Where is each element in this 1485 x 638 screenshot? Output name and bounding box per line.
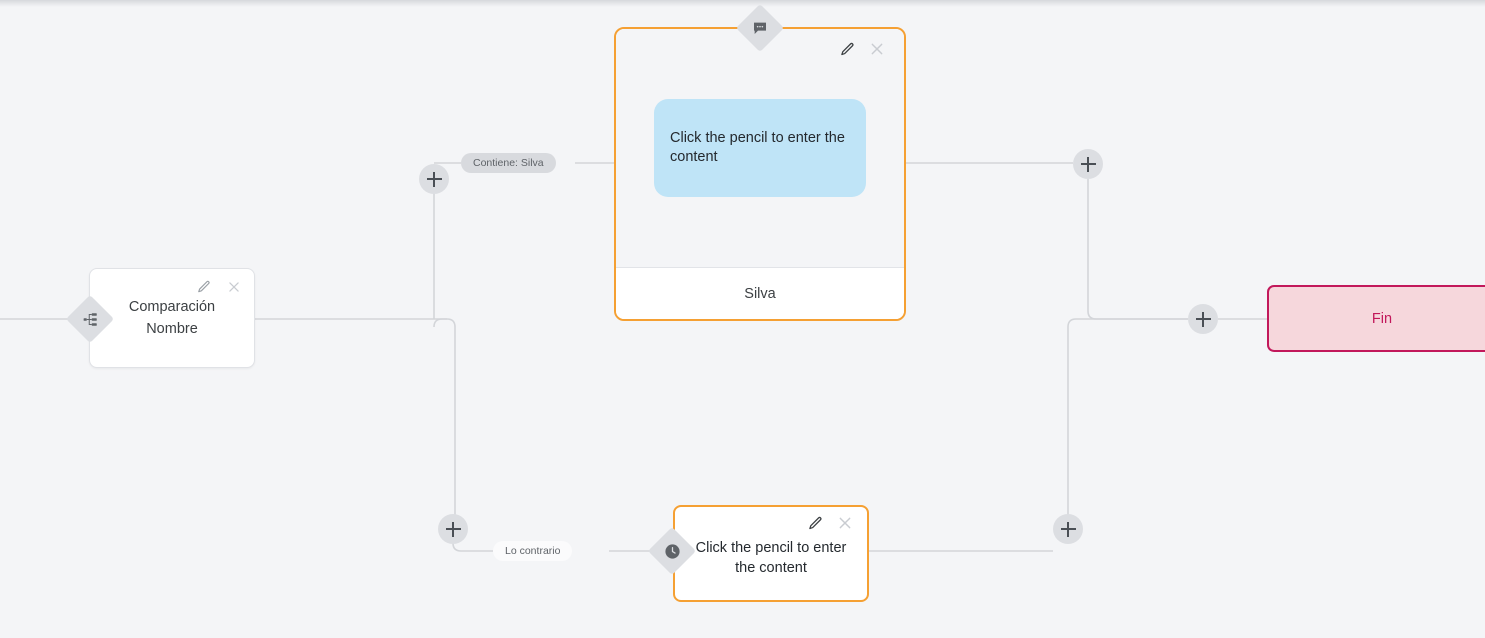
edge-bottom-plus-to-otherwise [452,542,493,552]
add-node-button-mid-right[interactable] [1188,304,1218,334]
close-icon[interactable] [226,279,242,295]
node-comparison[interactable]: Comparación Nombre [89,268,255,368]
wait-card-actions [807,515,853,531]
pencil-icon[interactable] [196,279,212,295]
edge-comparison-to-split [255,318,456,328]
clock-icon [664,543,681,560]
edge-top-right-down [1087,179,1188,320]
add-node-button-top-left[interactable] [419,164,449,194]
node-message-card[interactable]: Click the pencil to enter the content Si… [614,27,906,321]
message-card-actions [839,41,885,57]
message-card-body: Click the pencil to enter the content [616,29,904,267]
comparison-title: Comparación [128,298,216,315]
edge-trunk-bottom [446,327,456,530]
sitemap-icon [83,312,98,327]
pencil-icon[interactable] [839,41,855,57]
message-card-footer: Silva [616,267,904,319]
message-bubble[interactable]: Click the pencil to enter the content [654,99,866,197]
close-icon[interactable] [837,515,853,531]
edge-label-otherwise[interactable]: Lo contrario [493,541,573,561]
message-card-badge[interactable] [735,3,785,53]
wait-card-text[interactable]: Click the pencil to enter the content [695,539,847,576]
pencil-icon[interactable] [807,515,823,531]
edge-label-contains[interactable]: Contiene: Silva [461,153,556,173]
edge-bottom-right-up [1067,318,1188,535]
comparison-subtitle: Nombre [146,321,198,337]
top-scroll-shadow [0,0,1485,7]
add-node-button-top-right[interactable] [1073,149,1103,179]
wait-card-badge[interactable] [647,526,697,576]
chat-bubble-icon [752,20,768,36]
add-node-button-bottom-right[interactable] [1053,514,1083,544]
edge-split-up-to-top-plus [433,318,447,328]
comparison-card-actions [196,279,242,295]
node-end[interactable]: Fin [1267,285,1485,352]
node-wait-card[interactable]: Click the pencil to enter the content [673,505,869,602]
close-icon[interactable] [869,41,885,57]
add-node-button-bottom-left[interactable] [438,514,468,544]
comparison-badge[interactable] [65,294,115,344]
